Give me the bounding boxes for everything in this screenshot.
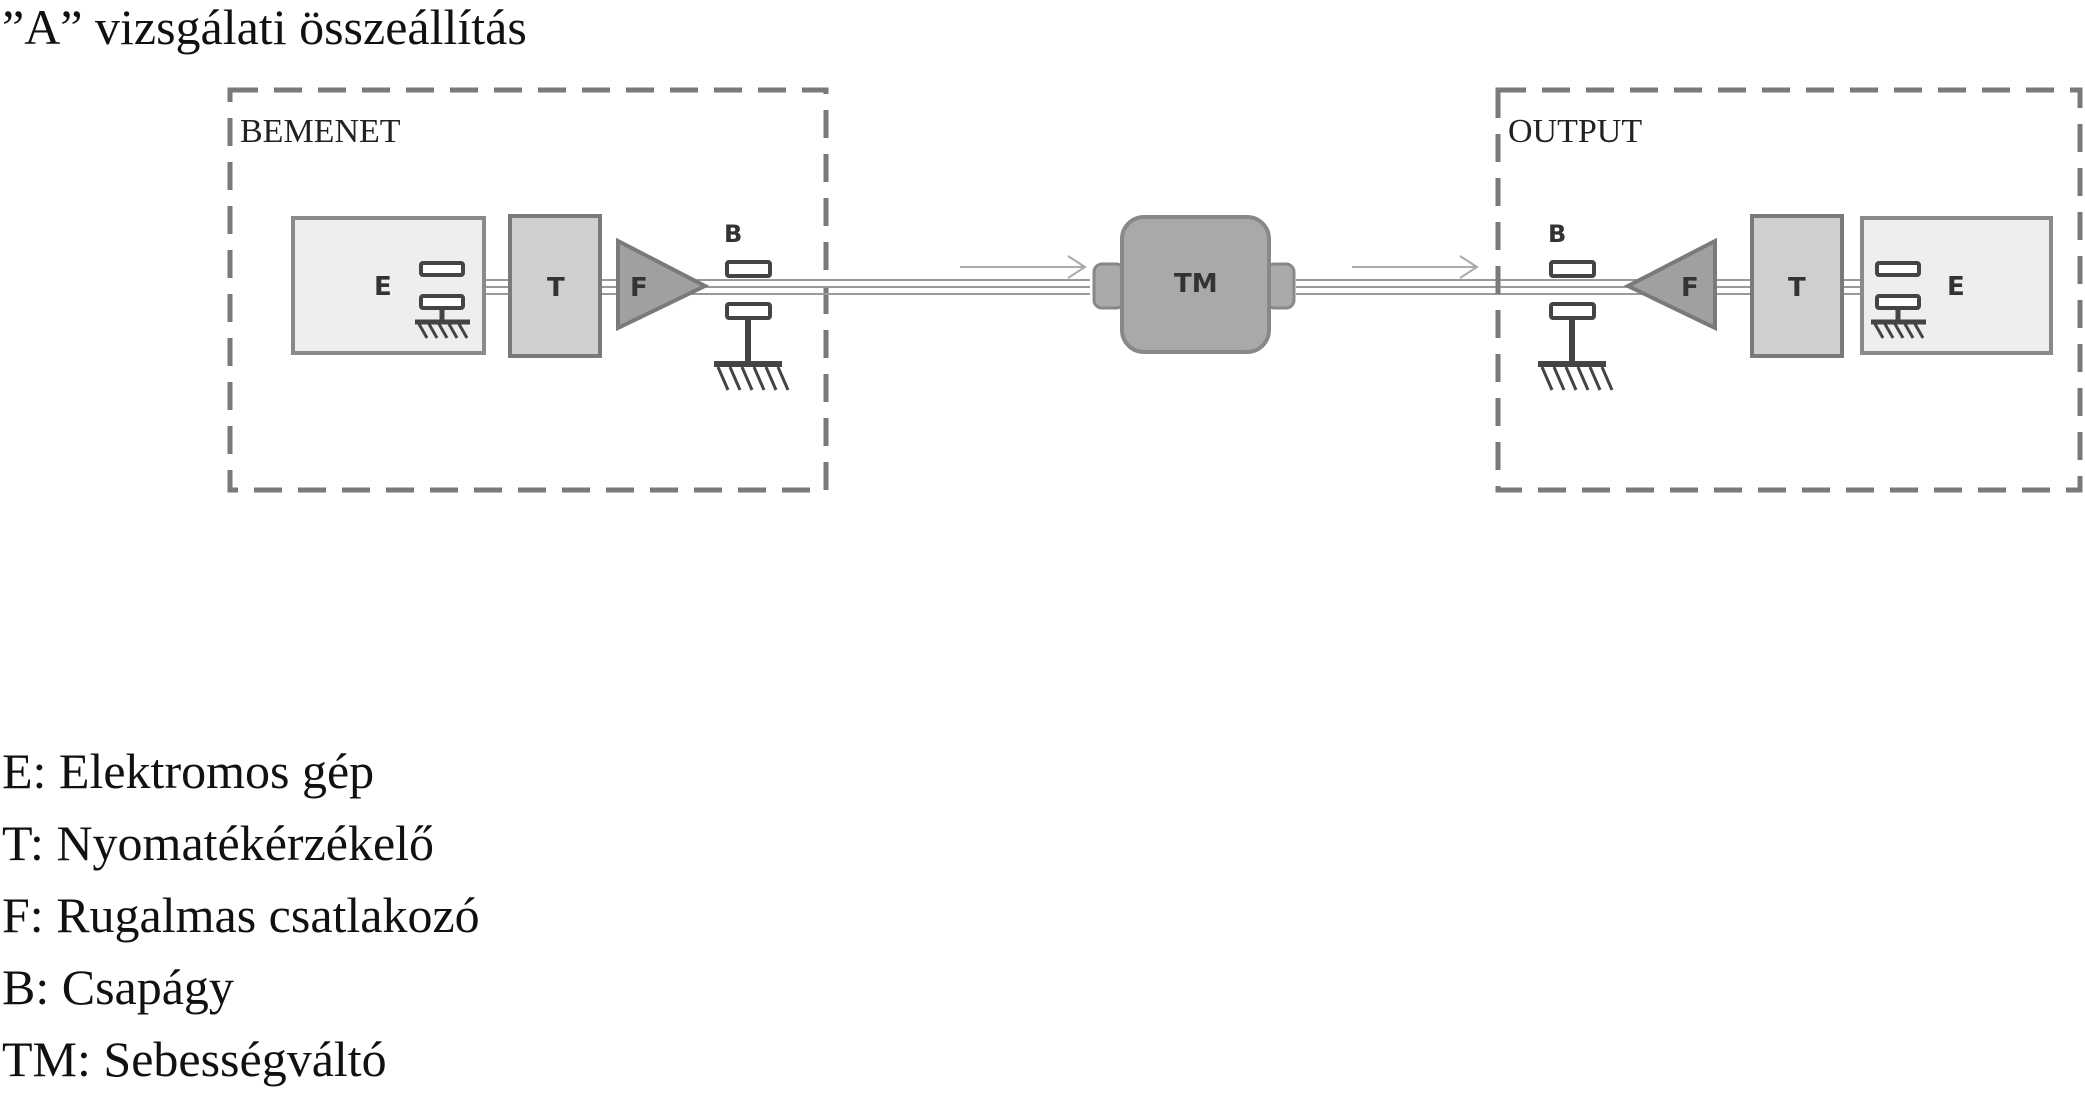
flow-arrow-output — [1352, 255, 1479, 279]
legend-item-flexible-coupling: F: Rugalmas csatlakozó — [2, 887, 480, 943]
input-bearing-bottom — [725, 302, 772, 320]
legend: E: Elektromos gép T: Nyomatékérzékelő F:… — [2, 735, 480, 1095]
input-electric-machine-label: E — [374, 272, 392, 302]
output-bearing-label: B — [1548, 220, 1566, 248]
gearbox-input-stub — [1092, 262, 1126, 310]
gearbox-label: TM — [1174, 269, 1218, 299]
input-bearing-label: B — [724, 220, 742, 248]
input-machine-ground — [415, 308, 470, 339]
output-coupling — [1623, 237, 1717, 332]
test-setup-diagram: BEMENET E T F B TM — [227, 87, 2083, 493]
legend-item-gearbox: TM: Sebességváltó — [2, 1031, 387, 1087]
legend-item-torque-sensor: T: Nyomatékérzékelő — [2, 815, 435, 871]
output-group-label: OUTPUT — [1508, 113, 1642, 150]
input-machine-bearing-top — [419, 261, 465, 277]
output-electric-machine — [1860, 216, 2053, 355]
input-torque-sensor-label: T — [547, 273, 565, 303]
output-machine-ground — [1871, 308, 1926, 339]
input-bearing-top — [725, 260, 772, 278]
diagram-title: ”A” vizsgálati összeállítás — [2, 0, 527, 55]
input-machine-bearing-bottom — [419, 294, 465, 310]
output-machine-bearing-top — [1875, 261, 1921, 277]
input-group-label: BEMENET — [240, 113, 401, 150]
input-group-frame — [227, 87, 829, 493]
input-bearing-ground — [714, 318, 790, 391]
output-torque-sensor — [1750, 214, 1844, 358]
legend-item-bearing: B: Csapágy — [2, 959, 234, 1015]
output-coupling-label: F — [1681, 273, 1699, 303]
output-electric-machine-label: E — [1947, 272, 1965, 302]
output-bearing-ground — [1538, 318, 1614, 391]
input-coupling — [616, 237, 710, 332]
gearbox — [1120, 215, 1271, 354]
legend-item-electric-machine: E: Elektromos gép — [2, 743, 375, 799]
output-torque-sensor-label: T — [1788, 273, 1806, 303]
output-group-frame — [1495, 87, 2083, 493]
input-coupling-label: F — [630, 273, 648, 303]
input-torque-sensor — [508, 214, 602, 358]
output-machine-bearing-bottom — [1875, 294, 1921, 310]
output-bearing-top — [1549, 260, 1596, 278]
flow-arrow-input — [960, 255, 1087, 279]
output-bearing-bottom — [1549, 302, 1596, 320]
